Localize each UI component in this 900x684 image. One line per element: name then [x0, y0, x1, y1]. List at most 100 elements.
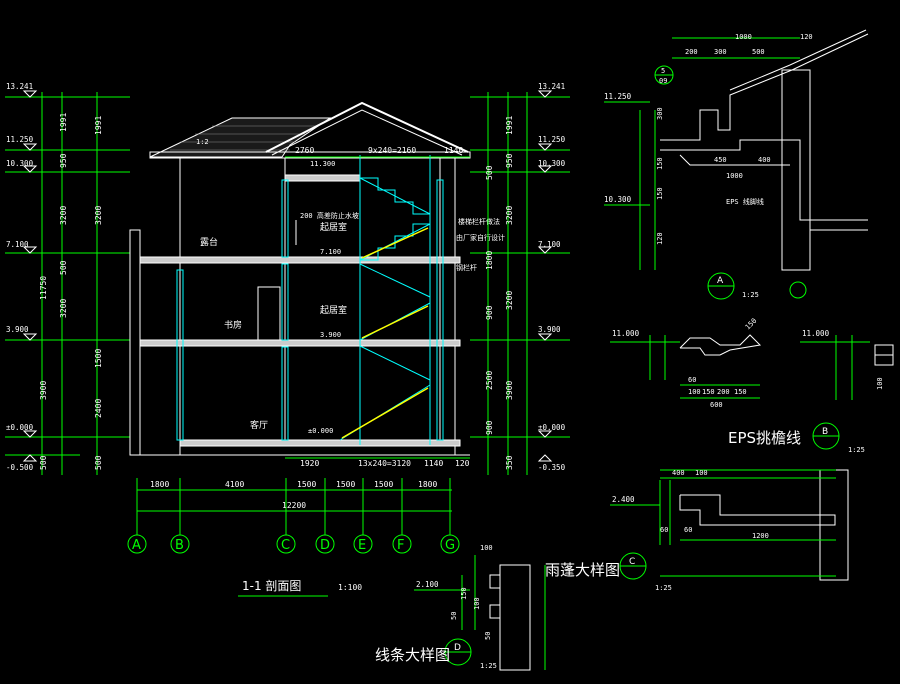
base-dim-2: 13x240=3120	[358, 459, 411, 468]
detail-d-dim-1: 100	[480, 544, 493, 552]
right-dim-inner-1: 500	[485, 165, 494, 180]
detail-d-dim-4: 50	[450, 612, 458, 620]
detail-a-dim-top-3: 300	[714, 48, 727, 56]
total-dim: 12200	[282, 501, 306, 510]
inner-level-2: 7.100	[320, 248, 341, 256]
detail-d: 100 150 100 50 50 2.100 线条大样图 D 1:25	[375, 544, 546, 671]
level-right-4: 7.100	[538, 240, 561, 249]
detail-a-dim-mid-2: 400	[758, 156, 771, 164]
detail-a-level-2: 10.300	[604, 195, 632, 204]
axis-A: A	[132, 538, 141, 553]
detail-a-scale: 1:25	[742, 291, 759, 299]
annotation-4: 钢栏杆	[456, 263, 477, 272]
detail-b-dim-5: 150	[734, 388, 747, 396]
left-dims: 11750 3900 500 1991 950 3200 500 3200 19…	[39, 113, 103, 470]
level-left-3: 10.300	[6, 159, 34, 168]
detail-c: 400 100 1200 60 60 2.400 雨蓬大样图 C 1:25	[545, 469, 849, 592]
bottom-dim-6: 1800	[418, 480, 437, 489]
right-dim-2: 950	[505, 153, 514, 168]
section-title: 1-1 剖面图 1:100	[238, 579, 362, 597]
bottom-dims: 1800 4100 1500 1500 1500 1800 12200	[150, 480, 437, 510]
annotations: 200 高差防止水坡 楼梯栏杆做法 由厂家自行设计 钢栏杆	[295, 211, 505, 272]
right-dim-5: 3900	[505, 381, 514, 400]
top-dim-2: 9x240=2160	[368, 146, 416, 155]
right-dim-6: 350	[505, 455, 514, 470]
detail-a-ref-num: 5	[661, 67, 665, 75]
left-dim-inner-2: 950	[59, 153, 68, 168]
right-level-triangles	[537, 90, 553, 462]
detail-b-dim-3: 150	[702, 388, 715, 396]
level-right-1: 13.241	[538, 82, 565, 91]
bottom-dim-1: 1800	[150, 480, 169, 489]
roof: 1:2	[149, 101, 471, 159]
level-left-1: 13.241	[6, 82, 33, 91]
detail-c-label: C	[629, 557, 635, 567]
detail-c-dim-1: 400	[672, 469, 685, 477]
inner-level-1: 11.300	[310, 160, 335, 168]
right-dim-3: 3200	[505, 206, 514, 225]
axis-D: D	[320, 538, 330, 553]
right-dim-inner-2: 1800	[485, 251, 494, 270]
level-right-6: ±0.000	[538, 423, 566, 432]
room-study: 书房	[224, 319, 242, 331]
axis-F: F	[397, 538, 404, 553]
detail-a-dim-mid-3: 1000	[726, 172, 743, 180]
bottom-dim-3: 1500	[297, 480, 316, 489]
level-left-4: 7.100	[6, 240, 29, 249]
stairs	[339, 155, 431, 445]
detail-b-dim-7: 150	[744, 317, 759, 332]
detail-b-dim-6: 600	[710, 401, 723, 409]
axis-labels: A B C D E F G	[132, 538, 455, 553]
left-dim-outer-3: 500	[39, 455, 48, 470]
level-right-2: 11.250	[538, 135, 566, 144]
detail-b: 11.000 11.000 60 100 150 200 150 600 150…	[610, 317, 894, 454]
detail-b-scale: 1:25	[848, 446, 865, 454]
detail-b-level-2: 11.000	[802, 329, 830, 338]
detail-a-dim-side-4: 120	[656, 232, 664, 245]
detail-a-dim-side-2: 150	[656, 157, 664, 170]
windows	[176, 179, 444, 441]
right-dim-inner-3: 900	[485, 305, 494, 320]
left-dim-inner-7: 3200	[94, 206, 103, 225]
roof-slope: 1:2	[196, 138, 209, 146]
top-dims: 2760 9x240=2160 1140	[285, 146, 470, 158]
detail-a-title: EPS 线脚线	[726, 197, 764, 206]
detail-a-dim-side-1: 300	[656, 107, 664, 120]
detail-c-title: 雨蓬大样图	[545, 561, 620, 579]
detail-a-level-1: 11.250	[604, 92, 632, 101]
annotation-2: 楼梯栏杆做法	[458, 217, 500, 226]
detail-d-dim-5: 50	[484, 632, 492, 640]
axis-G: G	[445, 538, 455, 553]
detail-d-level: 2.100	[416, 580, 439, 589]
room-living: 客厅	[250, 419, 268, 431]
detail-d-title: 线条大样图	[375, 646, 450, 664]
detail-b-label: B	[822, 427, 828, 437]
level-right-7: -0.350	[538, 463, 566, 472]
detail-d-dim-3: 100	[473, 597, 481, 610]
detail-b-dim-2: 100	[688, 388, 701, 396]
level-right-3: 10.300	[538, 159, 566, 168]
axis-bubbles	[127, 534, 460, 554]
axis-C: C	[281, 538, 290, 553]
right-dim-1: 1991	[505, 116, 514, 135]
top-dim-3: 1140	[444, 146, 463, 155]
bottom-dim-4: 1500	[336, 480, 355, 489]
detail-b-dim-1: 60	[688, 376, 696, 384]
detail-a-ref-sheet: 09	[659, 77, 667, 85]
level-right-5: 3.900	[538, 325, 561, 334]
bottom-dim-2: 4100	[225, 480, 244, 489]
detail-a-dim-side-3: 150	[656, 187, 664, 200]
bottom-dim-lines	[136, 478, 452, 535]
level-left-7: -0.500	[6, 463, 34, 472]
detail-a-dim-mid-1: 450	[714, 156, 727, 164]
detail-a-label: A	[717, 276, 724, 286]
room-terrace: 露台	[200, 236, 218, 248]
detail-c-dim-4: 60	[660, 526, 668, 534]
left-dim-inner-8: 1500	[94, 349, 103, 368]
detail-d-scale: 1:25	[480, 662, 497, 670]
left-level-triangles	[22, 90, 38, 462]
detail-a-dim-top-2: 200	[685, 48, 698, 56]
axis-B: B	[175, 538, 184, 553]
detail-d-label: D	[454, 643, 461, 653]
